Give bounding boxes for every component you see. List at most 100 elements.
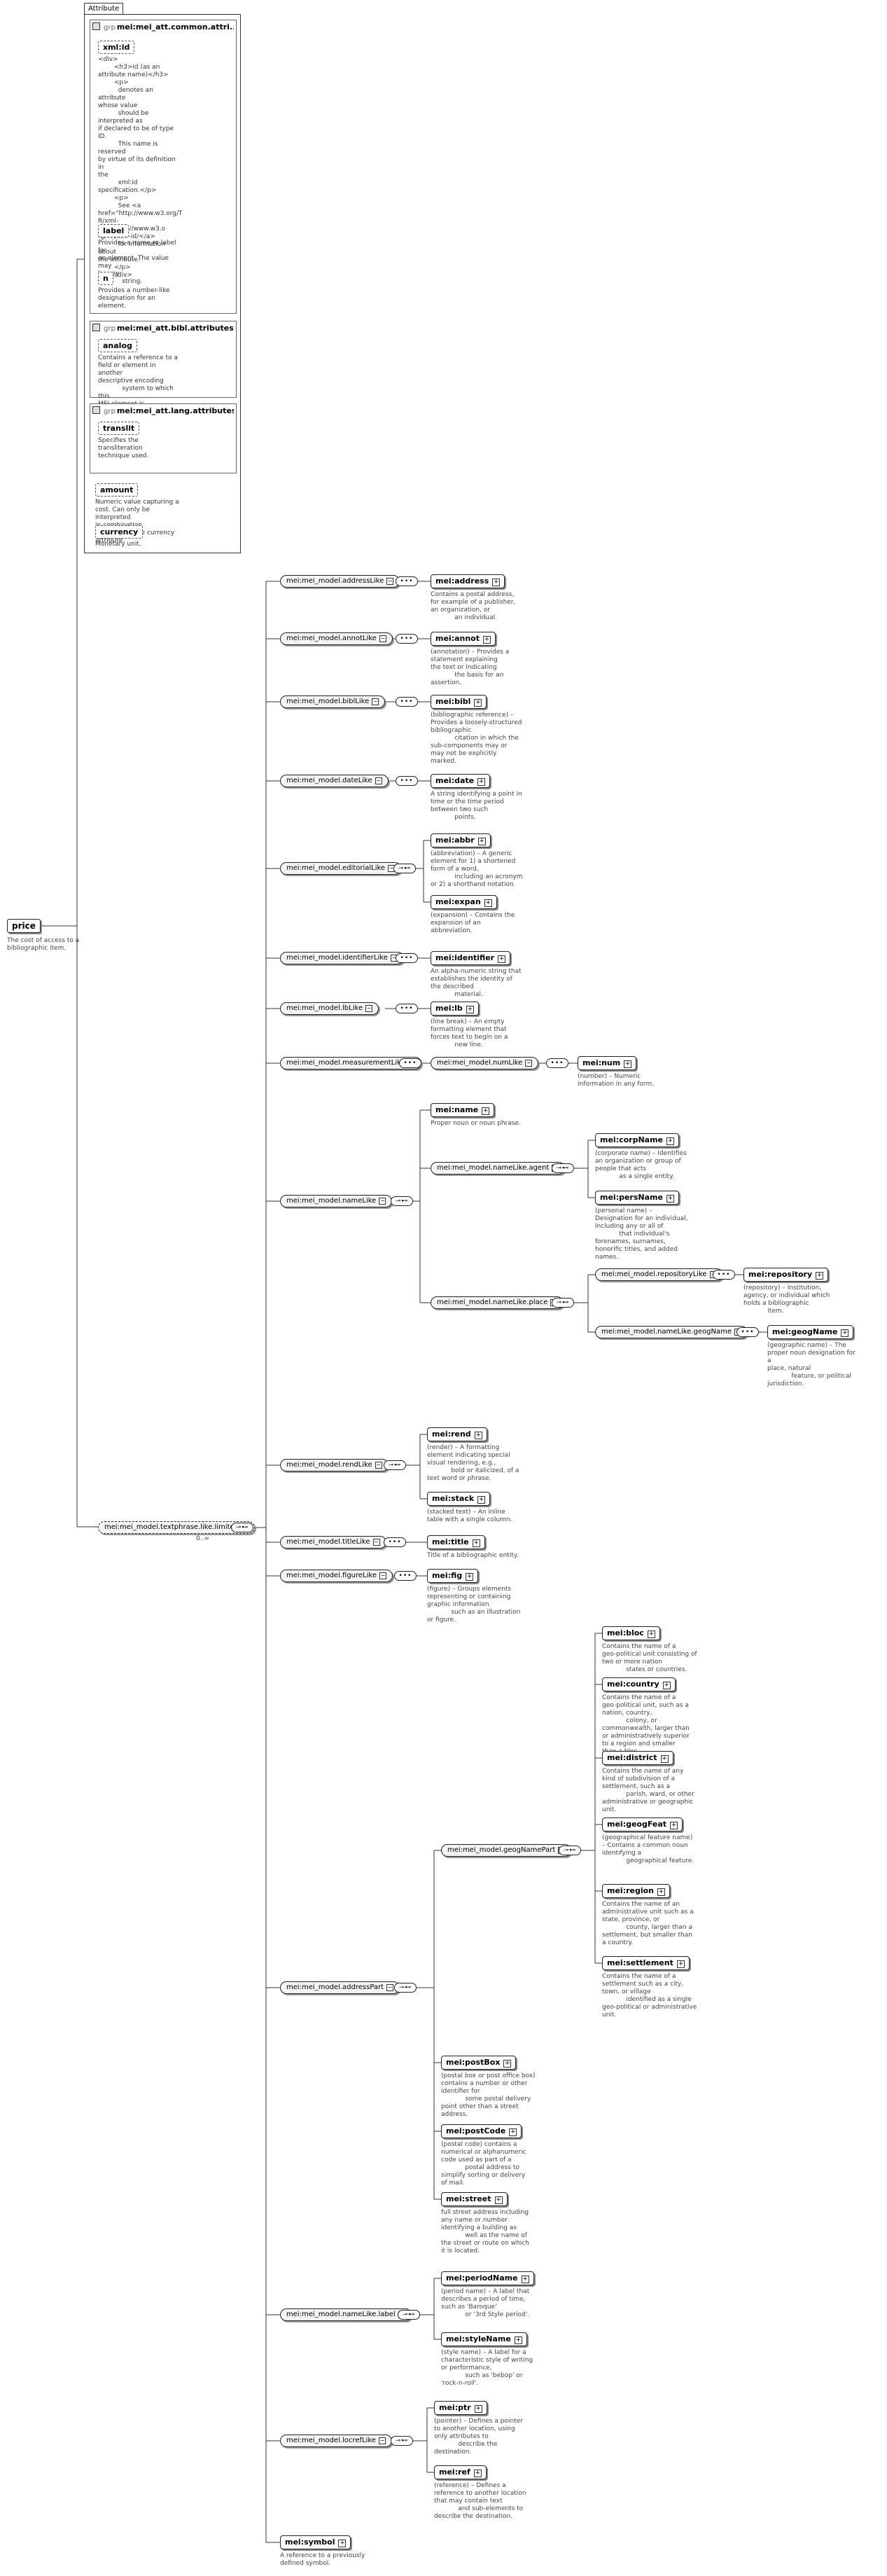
element-box[interactable]: mei:symbol+: [280, 2535, 351, 2549]
expand-icon[interactable]: +: [494, 2196, 503, 2204]
element-box[interactable]: mei:date+: [431, 774, 491, 788]
element-box[interactable]: mei:lb+: [431, 1002, 479, 1016]
expand-icon[interactable]: +: [514, 2336, 522, 2344]
expand-icon[interactable]: +: [666, 1195, 674, 1203]
group-reference[interactable]: mei:mei_model.addressLike−: [280, 575, 400, 588]
expand-icon[interactable]: +: [338, 2540, 347, 2547]
element-box[interactable]: mei:address+: [431, 574, 505, 588]
group-reference[interactable]: mei:mei_model.nameLike.geogName−: [595, 1326, 748, 1338]
collapse-icon[interactable]: −: [365, 1005, 373, 1012]
group-reference[interactable]: mei:mei_model.nameLike.place−: [431, 1296, 564, 1309]
element-box[interactable]: mei:bibl+: [431, 695, 487, 709]
attribute-name[interactable]: analog: [98, 339, 137, 352]
group-reference[interactable]: mei:mei_model.geogNamePart−: [441, 1844, 572, 1857]
element-box[interactable]: mei:ptr+: [434, 2401, 487, 2415]
group-reference[interactable]: mei:mei_model.nameLike−: [280, 1195, 393, 1207]
element-box[interactable]: mei:repository+: [743, 1268, 829, 1282]
element-box[interactable]: mei:styleName+: [441, 2332, 527, 2346]
collapse-icon[interactable]: −: [379, 1198, 386, 1205]
expand-icon[interactable]: +: [483, 636, 491, 644]
element-box[interactable]: mei:bloc+: [602, 1626, 660, 1640]
expand-icon[interactable]: +: [509, 2128, 517, 2136]
group-reference[interactable]: mei:mei_model.nameLike.label−: [280, 2308, 412, 2321]
expand-icon[interactable]: +: [816, 1272, 824, 1280]
expand-icon[interactable]: +: [676, 1960, 685, 1968]
expand-icon[interactable]: +: [521, 2276, 529, 2283]
group-reference[interactable]: mei:mei_model.lbLike−: [280, 1002, 379, 1015]
element-box[interactable]: mei:postCode+: [441, 2124, 522, 2138]
element-box[interactable]: mei:title+: [427, 1535, 485, 1549]
root-element-price[interactable]: price: [7, 919, 41, 933]
element-box[interactable]: mei:name+: [431, 1103, 495, 1117]
element-box[interactable]: mei:ref+: [434, 2465, 487, 2479]
element-box[interactable]: mei:persName+: [595, 1191, 679, 1205]
expand-icon[interactable]: +: [477, 838, 486, 845]
group-reference[interactable]: mei:mei_model.repositoryLike−: [595, 1268, 723, 1281]
group-reference[interactable]: mei:mei_model.addressPart−: [280, 1981, 400, 1994]
attribute-name[interactable]: amount: [95, 483, 139, 497]
collapse-icon[interactable]: −: [375, 1462, 382, 1469]
element-box[interactable]: mei:geogFeat+: [602, 1817, 683, 1831]
element-box[interactable]: mei:num+: [578, 1056, 637, 1070]
element-box[interactable]: mei:settlement+: [602, 1956, 690, 1970]
element-box[interactable]: mei:country+: [602, 1677, 676, 1691]
element-box[interactable]: mei:fig+: [427, 1569, 479, 1583]
attribute-tab[interactable]: Attribute: [84, 3, 124, 14]
expand-icon[interactable]: +: [841, 1329, 849, 1337]
group-reference[interactable]: mei:mei_model.numLike−: [431, 1057, 539, 1069]
group-reference[interactable]: mei:mei_model.editorialLike−: [280, 862, 402, 875]
element-box[interactable]: mei:rend+: [427, 1427, 487, 1441]
expand-icon[interactable]: +: [474, 2405, 482, 2413]
expand-icon[interactable]: +: [666, 1137, 675, 1145]
group-reference[interactable]: mei:mei_model.titleLike−: [280, 1536, 386, 1549]
expand-icon[interactable]: +: [498, 955, 506, 963]
expand-icon[interactable]: +: [474, 1432, 482, 1439]
element-box[interactable]: mei:stack+: [427, 1492, 491, 1506]
group-reference[interactable]: mei:mei_model.annotLike−: [280, 632, 393, 645]
group-reference[interactable]: mei:mei_model.figureLike−: [280, 1570, 393, 1582]
expand-icon[interactable]: +: [474, 699, 482, 707]
attribute-name[interactable]: n: [98, 272, 113, 285]
expand-icon[interactable]: +: [466, 1573, 474, 1581]
element-box[interactable]: mei:street+: [441, 2192, 508, 2206]
expand-icon[interactable]: +: [647, 1630, 655, 1638]
element-box[interactable]: mei:postBox+: [441, 2056, 517, 2070]
expand-icon[interactable]: +: [657, 1888, 666, 1896]
expand-icon[interactable]: +: [670, 1822, 678, 1829]
attribute-name[interactable]: translit: [98, 422, 140, 435]
expand-icon[interactable]: +: [662, 1682, 671, 1689]
attribute-name[interactable]: currency: [95, 525, 144, 539]
attribute-name[interactable]: label: [98, 224, 130, 237]
element-box[interactable]: mei:periodName+: [441, 2271, 534, 2285]
expand-icon[interactable]: +: [472, 1539, 480, 1547]
expand-icon[interactable]: +: [624, 1060, 632, 1068]
expand-icon[interactable]: +: [503, 2060, 512, 2068]
group-reference[interactable]: mei:mei_model.rendLike−: [280, 1459, 389, 1471]
group-reference[interactable]: mei:mei_model.nameLike.agent−: [431, 1162, 566, 1175]
group-reference[interactable]: mei:mei_model.dateLike−: [280, 775, 389, 787]
element-box[interactable]: mei:geogName+: [767, 1325, 854, 1339]
element-box[interactable]: mei:region+: [602, 1884, 671, 1898]
collapse-icon[interactable]: −: [372, 698, 379, 705]
group-reference[interactable]: mei:mei_model.biblLike−: [280, 695, 386, 708]
expand-icon[interactable]: +: [477, 1496, 486, 1504]
element-box[interactable]: mei:identifier+: [431, 951, 511, 965]
element-box[interactable]: mei:abbr+: [431, 833, 491, 847]
collapse-icon[interactable]: −: [378, 2437, 386, 2444]
collapse-icon[interactable]: −: [375, 777, 382, 784]
collapse-icon[interactable]: −: [379, 635, 386, 642]
element-box[interactable]: mei:corpName+: [595, 1133, 680, 1147]
group-reference[interactable]: mei:mei_model.identifierLike−: [280, 952, 404, 964]
expand-icon[interactable]: +: [492, 579, 501, 586]
group-reference[interactable]: mei:mei_model.locrefLike−: [280, 2435, 392, 2447]
expand-icon[interactable]: +: [484, 899, 492, 907]
collapse-icon[interactable]: −: [525, 1060, 533, 1067]
expand-icon[interactable]: +: [473, 2470, 482, 2477]
collapse-icon[interactable]: −: [386, 578, 394, 585]
expand-icon[interactable]: +: [660, 1755, 669, 1763]
collapse-icon[interactable]: −: [379, 1572, 386, 1579]
expand-icon[interactable]: +: [477, 778, 486, 786]
attribute-name[interactable]: xml:id: [98, 41, 135, 54]
element-box[interactable]: mei:expan+: [431, 895, 497, 909]
expand-icon[interactable]: +: [466, 1006, 474, 1013]
